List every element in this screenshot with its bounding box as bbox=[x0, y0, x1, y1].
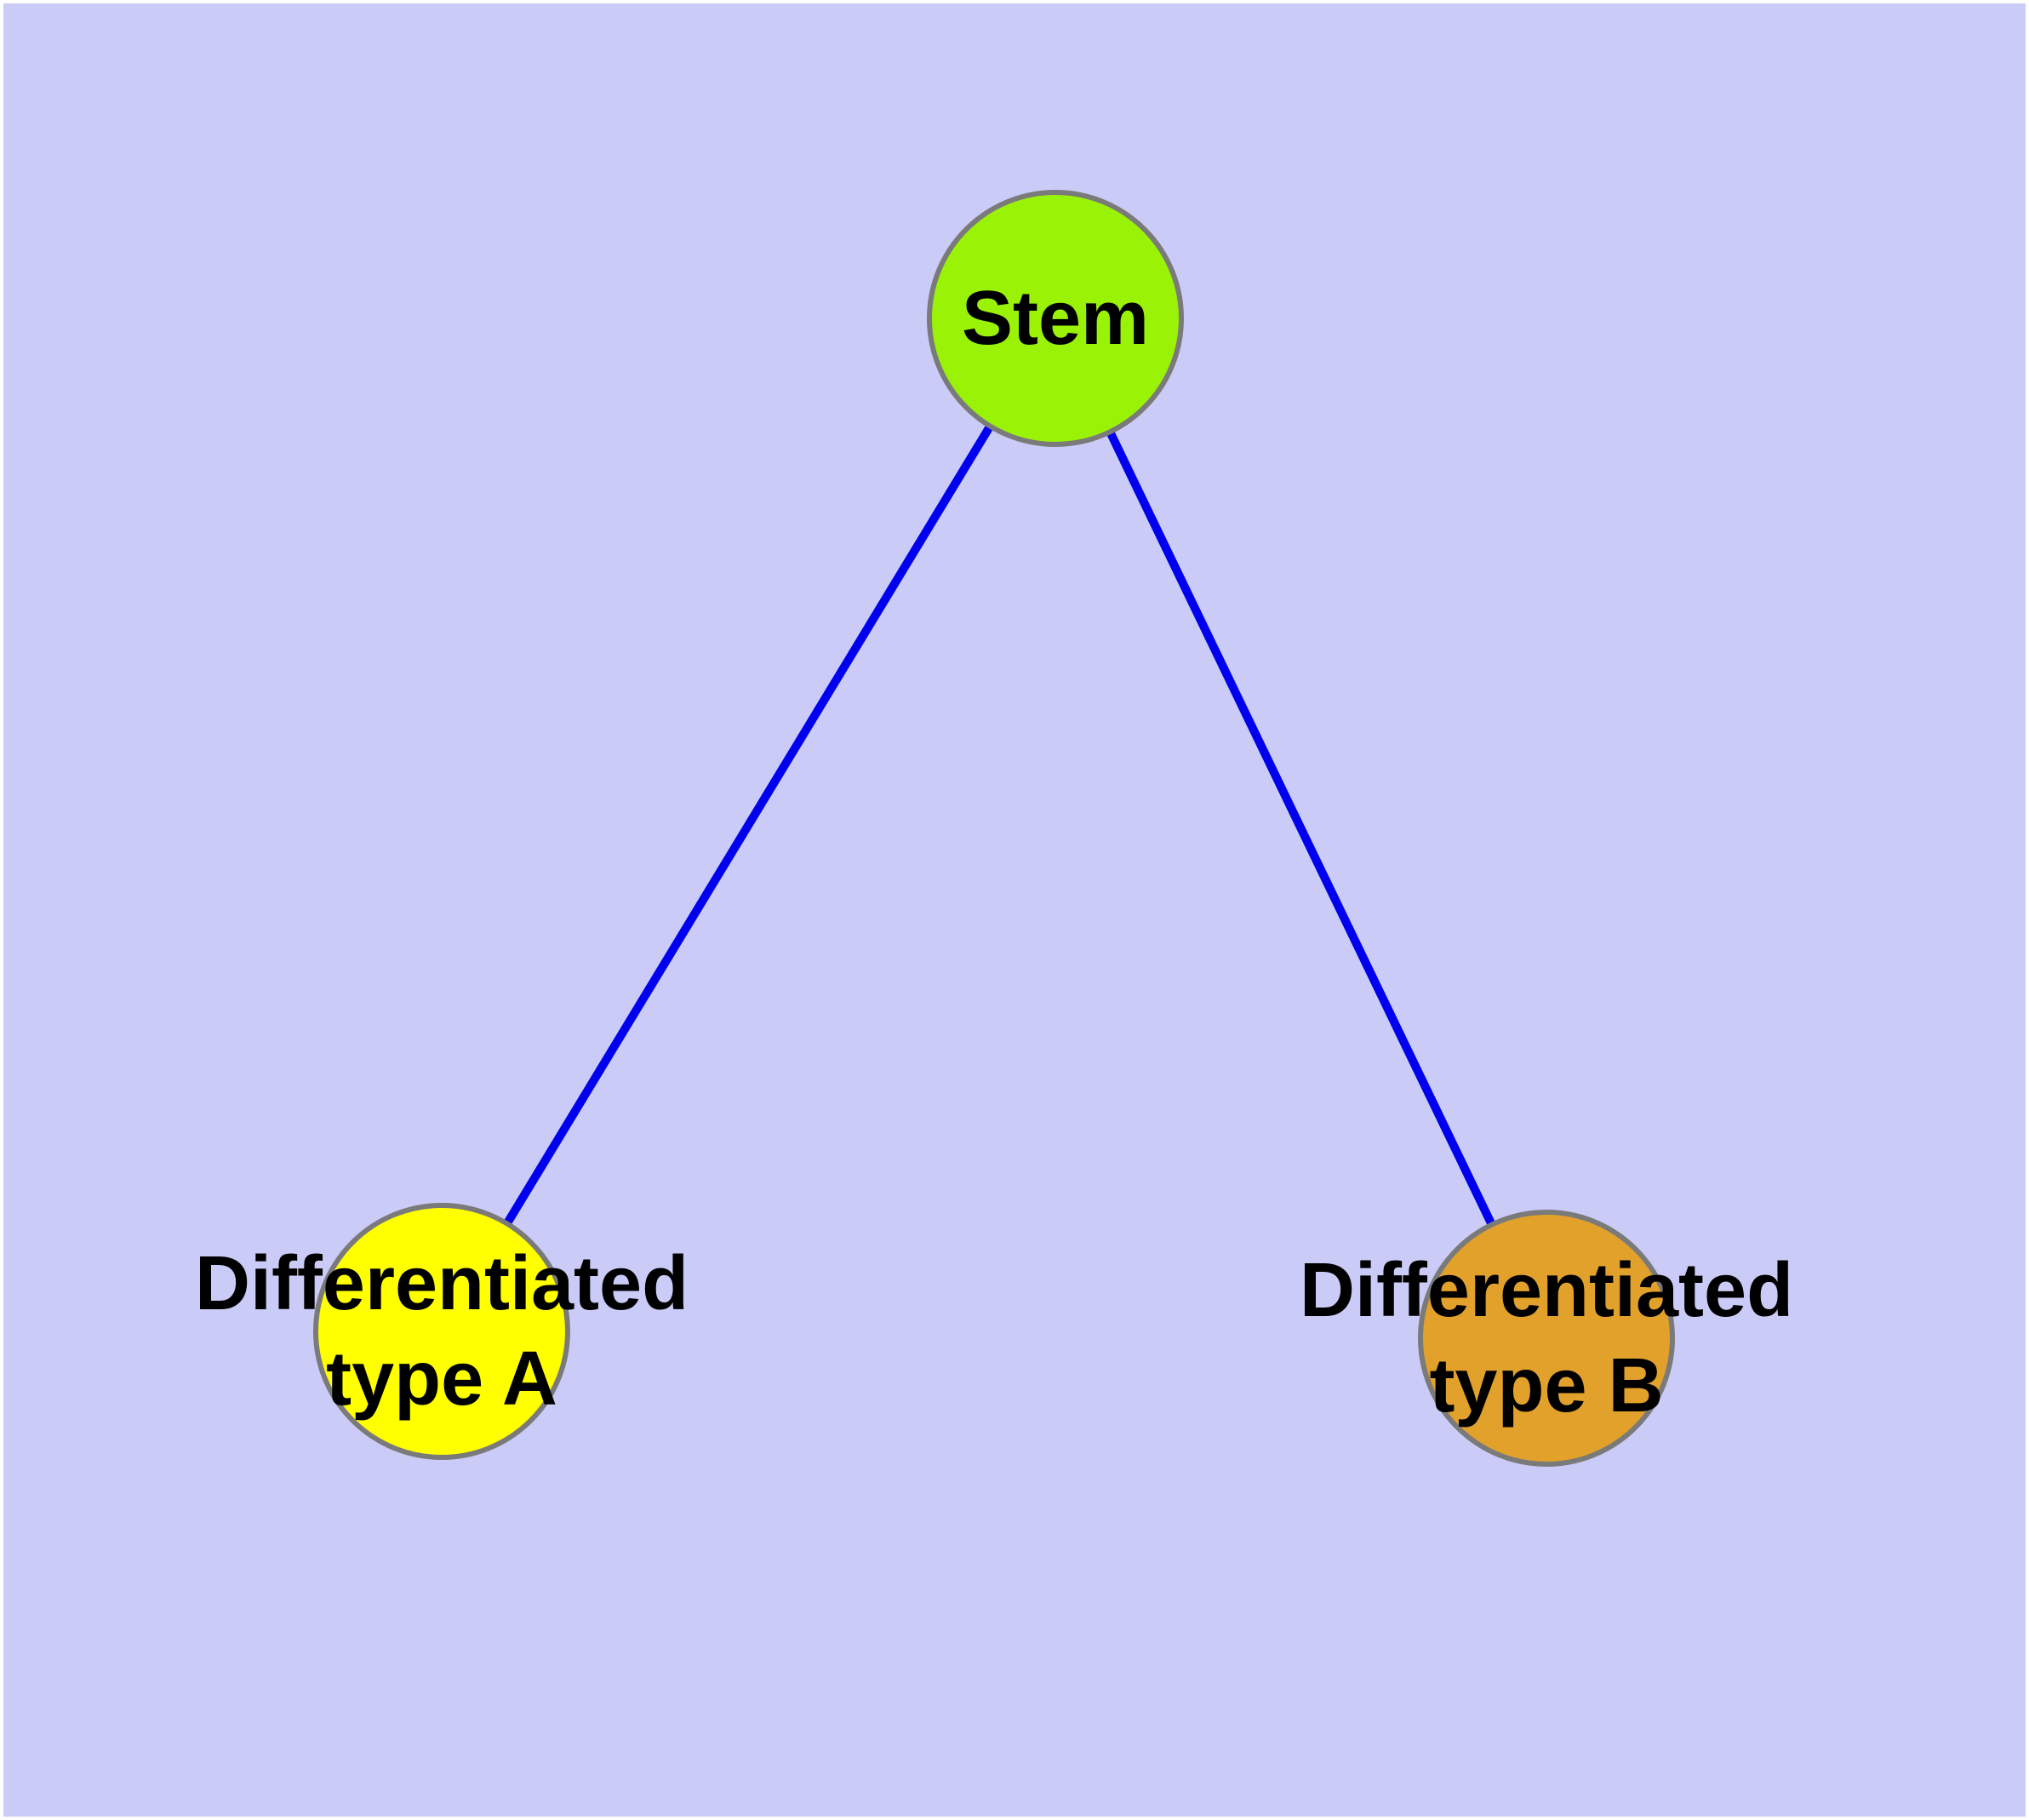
node-label-line: Differentiated bbox=[194, 1241, 689, 1326]
node-label-line: type A bbox=[326, 1336, 557, 1422]
edge-stem-to-type-b bbox=[1051, 316, 1551, 1341]
node-differentiated-type-b: Differentiated type B bbox=[1300, 1210, 1793, 1467]
node-differentiated-type-a: Differentiated type A bbox=[195, 1203, 689, 1460]
edge-layer bbox=[437, 316, 1551, 1341]
node-stem: Stem bbox=[927, 190, 1184, 447]
node-differentiated-type-a-label: Differentiated type A bbox=[195, 1236, 689, 1427]
node-label-line: Differentiated bbox=[1299, 1248, 1794, 1333]
node-label-line: Stem bbox=[961, 276, 1150, 361]
node-differentiated-type-b-label: Differentiated type B bbox=[1300, 1243, 1793, 1434]
diagram-canvas: Stem Differentiated type A Differentiate… bbox=[3, 3, 2026, 1817]
edge-stem-to-type-a bbox=[437, 316, 1060, 1334]
node-stem-label: Stem bbox=[962, 271, 1149, 366]
node-label-line: type B bbox=[1429, 1343, 1664, 1428]
